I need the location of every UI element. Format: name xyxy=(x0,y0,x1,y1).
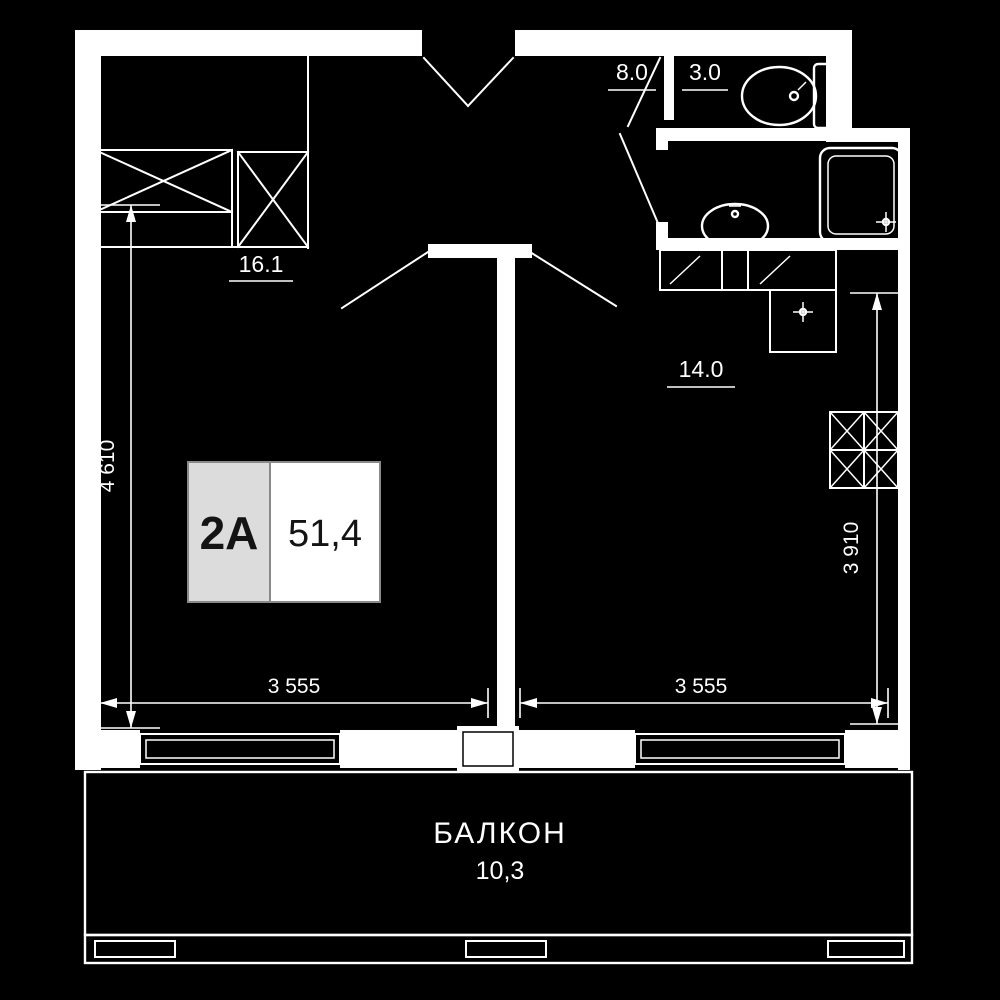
dimension-bottom-right: 3 555 xyxy=(519,675,889,718)
washbasin xyxy=(700,202,770,250)
wall-bottom-seg-4 xyxy=(845,730,910,768)
balcony-outline xyxy=(83,770,914,937)
wall-wc-bottom xyxy=(656,128,826,141)
door-swings xyxy=(340,56,662,310)
wardrobe-shelf xyxy=(94,211,233,248)
dim-bl-arrow-right xyxy=(471,698,488,708)
toilet-bowl xyxy=(740,65,818,127)
burner-4 xyxy=(863,449,899,489)
balcony-area-label: 10,3 xyxy=(476,857,525,885)
wall-left xyxy=(75,30,101,770)
dim-br-arrow-right xyxy=(871,698,888,708)
wall-top-left xyxy=(75,30,422,56)
dim-br-value: 3 555 xyxy=(675,675,728,698)
wc-area-label: 3.0 xyxy=(689,59,721,85)
wall-right-step xyxy=(826,128,910,142)
wardrobe-cross-2 xyxy=(93,148,234,214)
window-left-inner xyxy=(145,739,335,759)
kitchen-door-leaf xyxy=(528,250,618,308)
window-left-outer xyxy=(139,733,341,765)
dim-br-arrow-left xyxy=(520,698,537,708)
dimension-left: 4 610 xyxy=(96,204,160,729)
outer-walls xyxy=(75,30,910,770)
balcony xyxy=(83,770,914,965)
wall-center xyxy=(497,258,515,730)
toilet-flush-detail xyxy=(788,90,800,102)
dimension-bottom-left: 3 555 xyxy=(99,675,489,718)
dim-bl-value: 3 555 xyxy=(268,675,321,698)
wall-hall-wc-divider xyxy=(664,56,674,120)
toilet-detail-line xyxy=(797,81,807,91)
wc-door-leaf xyxy=(626,56,662,128)
entry-door-leaf-left xyxy=(422,56,470,108)
window-right-outer xyxy=(634,733,846,765)
railing-post-right xyxy=(827,940,905,958)
unit-total-area: 51,4 xyxy=(288,513,362,555)
shower-tray-inner xyxy=(827,155,895,235)
dimension-right: 3 910 xyxy=(840,292,905,725)
stove xyxy=(829,411,899,489)
railing-post-center xyxy=(465,940,547,958)
wardrobe-unit-square xyxy=(237,151,309,248)
wardrobe-square-cross-2 xyxy=(236,150,310,249)
unit-card: 2A 51,4 xyxy=(187,461,381,603)
toilet-fixture xyxy=(740,62,842,130)
balcony-labels: БАЛКОН 10,3 xyxy=(433,817,567,885)
windows xyxy=(139,726,846,772)
bathroom-fixtures xyxy=(700,146,904,250)
living-area-label: 16.1 xyxy=(239,251,284,277)
wall-hall-stub xyxy=(428,244,532,258)
wardrobe xyxy=(93,55,310,249)
balcony-door xyxy=(457,726,519,772)
unit-card-border xyxy=(187,461,381,603)
wall-bottom-seg-2 xyxy=(340,730,457,768)
dim-bl-arrow-left xyxy=(100,698,117,708)
window-right-inner xyxy=(640,739,840,759)
dim-right-arrow-up xyxy=(872,293,882,310)
balcony-door-seam xyxy=(462,731,514,767)
washbasin-tap xyxy=(730,209,740,219)
unit-card-code-cell xyxy=(188,462,270,602)
dim-right-value: 3 910 xyxy=(840,522,863,575)
bath-door-leaf xyxy=(618,132,662,230)
wall-top-right xyxy=(515,30,852,56)
kitchen-area-label: 14.0 xyxy=(679,356,724,382)
wall-right-lower xyxy=(898,128,910,770)
hall-area-label: 8.0 xyxy=(616,59,648,85)
counter-hatch-1 xyxy=(669,255,701,285)
dim-left-arrow-down xyxy=(126,711,136,728)
wall-bottom-seg-3 xyxy=(519,730,635,768)
shower-tray-outer xyxy=(818,146,904,244)
dim-right-arrow-down xyxy=(872,707,882,724)
kitchen-sink xyxy=(769,289,837,353)
balcony-railing-band xyxy=(83,933,914,965)
entry-door-leaf-right xyxy=(466,56,515,108)
kitchen-fixtures xyxy=(659,249,899,489)
inner-walls xyxy=(428,56,910,730)
wall-bottom-seg-1 xyxy=(75,730,140,768)
dim-left-value: 4 610 xyxy=(96,440,119,493)
toilet-tank xyxy=(812,62,842,130)
unit-code: 2A xyxy=(200,507,259,559)
dim-left-arrow-up xyxy=(126,205,136,222)
counter-hatch-2 xyxy=(759,255,791,285)
balcony-label: БАЛКОН xyxy=(433,817,567,850)
room-labels: 16.1 8.0 3.0 14.0 xyxy=(229,59,735,388)
living-door-leaf xyxy=(340,250,430,310)
wall-bath-kitchen xyxy=(656,238,910,250)
wall-bath-left-stub xyxy=(656,128,668,150)
railing-post-left xyxy=(94,940,176,958)
